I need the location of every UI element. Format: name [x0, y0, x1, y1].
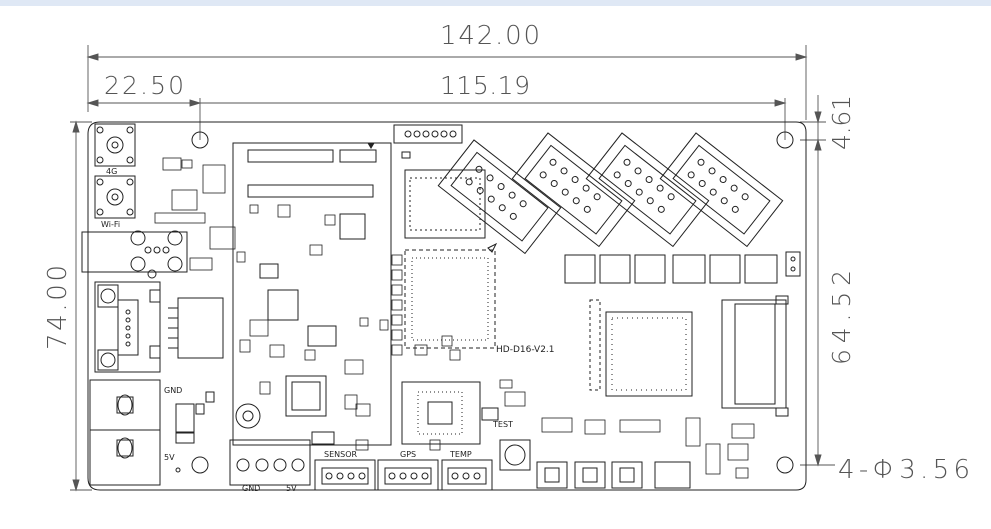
power-parts — [175, 391, 215, 473]
soc-area — [404, 169, 498, 349]
dim-hole-spec: 4-Φ3.56 — [838, 455, 970, 485]
dim-hole-offset-top: 4.61 — [827, 95, 856, 150]
label-wifi: Wi-Fi — [101, 220, 120, 229]
antenna-wifi — [94, 175, 136, 219]
top-strip — [0, 0, 991, 6]
gps-connector — [377, 459, 439, 491]
label-temp: TEMP — [449, 450, 472, 459]
mounting-hole-bottom-right — [776, 456, 794, 474]
compute-module — [232, 142, 392, 446]
label-power-5v: 5V — [286, 484, 297, 493]
dimension-lines — [70, 45, 835, 492]
mounting-hole-bottom-left — [191, 456, 209, 474]
label-power-gnd: GND — [242, 484, 260, 493]
label-gps: GPS — [400, 450, 416, 459]
bottom-switches — [536, 461, 691, 489]
passives-column — [379, 254, 461, 361]
idc-connectors — [437, 132, 784, 255]
dim-total-width: 142.00 — [440, 21, 540, 51]
board-name: HD-D16-V2.1 — [496, 345, 555, 355]
label-gnd: GND — [164, 386, 182, 395]
test-button — [481, 407, 531, 471]
dim-total-height: 74.00 — [43, 265, 73, 350]
power-connector-bottom — [229, 439, 311, 486]
left-indicators — [81, 230, 188, 279]
power-terminal-left — [89, 379, 161, 486]
board-outline — [87, 121, 807, 491]
lower-processor — [401, 381, 481, 445]
label-sensor: SENSOR — [324, 450, 357, 459]
side-fpc — [721, 295, 789, 417]
ethernet-port — [94, 281, 161, 373]
dimension-texts: 142.00 22.50 115.19 74.00 4.61 64.52 4-Φ… — [43, 21, 970, 485]
dim-hole-span: 115.19 — [440, 71, 530, 100]
temp-connector — [441, 459, 493, 491]
bga-chip — [589, 299, 693, 397]
transformer — [168, 297, 224, 359]
smd-components — [154, 157, 371, 417]
mounting-holes — [191, 131, 794, 474]
mounting-hole-top-left — [191, 131, 209, 149]
label-test: TEST — [492, 420, 513, 429]
sensor-connector — [314, 459, 376, 491]
antenna-4g — [94, 123, 136, 167]
label-5v: 5V — [164, 453, 175, 462]
dim-offset-left: 22.50 — [104, 71, 184, 100]
label-4g: 4G — [106, 167, 117, 176]
ic-row — [564, 251, 801, 284]
fpc-connector — [393, 124, 463, 159]
bottom-passives — [355, 379, 755, 479]
dim-hole-vertical-span: 64.52 — [827, 270, 856, 365]
mounting-hole-top-right — [776, 131, 794, 149]
